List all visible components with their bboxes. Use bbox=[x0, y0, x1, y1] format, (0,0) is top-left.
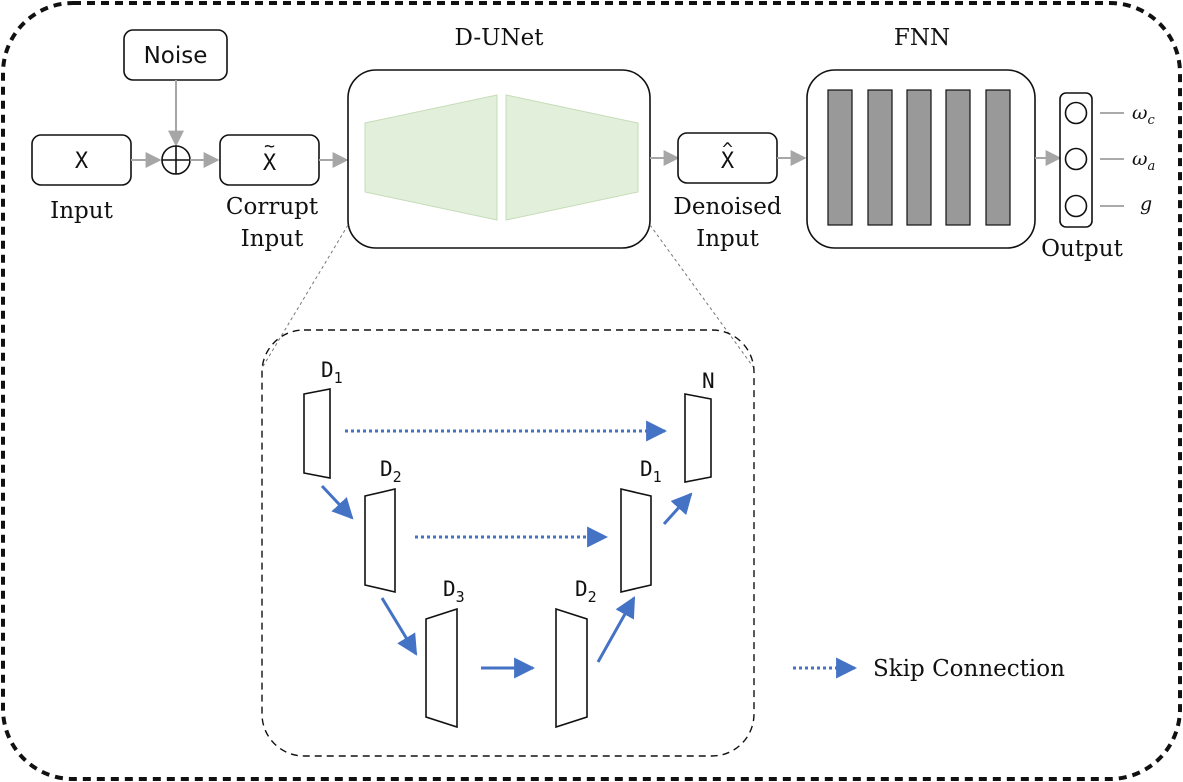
corrupt-accent: ~ bbox=[264, 136, 275, 157]
label-n: N bbox=[702, 369, 715, 393]
corrupt-caption-line1: Corrupt bbox=[226, 194, 319, 220]
dunet-title: D-UNet bbox=[454, 25, 544, 51]
input-symbol: X bbox=[75, 149, 89, 174]
corrupt-caption-line2: Input bbox=[241, 226, 304, 252]
encoder-block-d1 bbox=[303, 388, 331, 479]
output-node bbox=[1064, 101, 1088, 125]
output-caption: Output bbox=[1041, 236, 1123, 262]
zoom-guide-left bbox=[261, 224, 349, 369]
input-caption: Input bbox=[50, 198, 113, 224]
output-node bbox=[1064, 147, 1088, 171]
label-d1-right: D1 bbox=[640, 457, 662, 486]
encoder-block-d3 bbox=[425, 607, 458, 729]
denoised-caption-line1: Denoised bbox=[673, 194, 781, 220]
fnn-layer-bar bbox=[945, 89, 971, 226]
legend-skip-label: Skip Connection bbox=[873, 656, 1065, 682]
output-label-omega-a: ωa bbox=[1132, 148, 1155, 174]
label-d3: D3 bbox=[443, 577, 465, 606]
denoised-symbol: X bbox=[721, 149, 735, 174]
down-arrow bbox=[380, 597, 418, 656]
dunet-encoder-shape bbox=[364, 94, 498, 221]
fnn-layer-bar bbox=[827, 89, 853, 226]
denoised-accent: ^ bbox=[722, 139, 733, 160]
adder-plus-icon bbox=[161, 145, 191, 175]
dunet-decoder-shape bbox=[505, 94, 639, 221]
label-d1-left: D1 bbox=[321, 358, 343, 387]
output-label-g: g bbox=[1140, 193, 1152, 215]
corrupt-symbol: X bbox=[263, 151, 277, 176]
unet-detail-frame bbox=[261, 329, 755, 757]
decoder-block-d2 bbox=[555, 607, 588, 729]
up-arrow bbox=[662, 492, 693, 526]
output-label-omega-c: ωc bbox=[1132, 102, 1156, 128]
decoder-block-n bbox=[684, 393, 712, 483]
output-node bbox=[1064, 194, 1088, 218]
noise-label: Noise bbox=[144, 43, 208, 69]
up-arrow bbox=[596, 596, 636, 663]
fnn-title: FNN bbox=[894, 25, 950, 51]
label-d2-right: D2 bbox=[575, 577, 597, 606]
label-d2-left: D2 bbox=[380, 457, 402, 486]
encoder-block-d2 bbox=[364, 487, 396, 594]
decoder-block-d1 bbox=[620, 487, 652, 594]
denoised-caption-line2: Input bbox=[696, 226, 759, 252]
down-arrow bbox=[320, 484, 354, 520]
fnn-layer-bar bbox=[906, 89, 932, 226]
fnn-layer-bar bbox=[867, 89, 893, 226]
fnn-layer-bar bbox=[985, 89, 1011, 226]
